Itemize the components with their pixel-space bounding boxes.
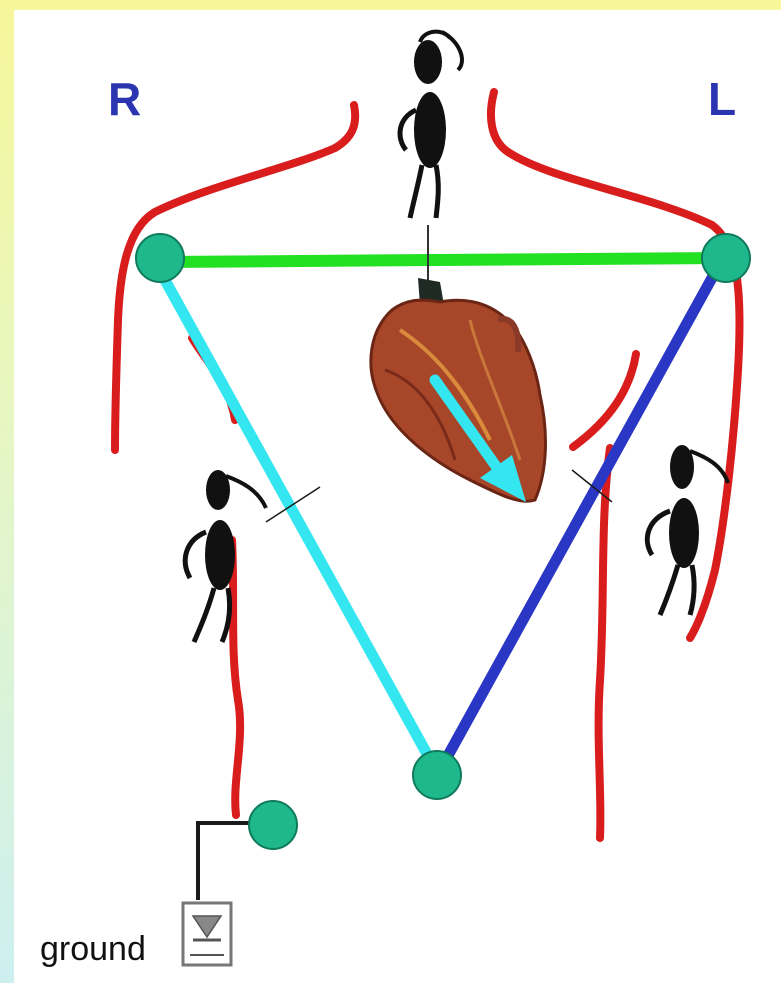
ground-electrode bbox=[249, 801, 297, 849]
left-side-label: L bbox=[708, 73, 736, 125]
stick-figure-icon bbox=[185, 470, 266, 642]
heart-body bbox=[371, 300, 546, 501]
stick-figure-icon bbox=[647, 445, 728, 615]
heart-icon bbox=[371, 225, 546, 501]
right-side-label: R bbox=[108, 73, 141, 125]
lead-i-line bbox=[160, 258, 725, 262]
body-outline bbox=[115, 92, 740, 838]
left-torso-outline bbox=[599, 448, 610, 838]
stick-figure-icon bbox=[400, 32, 462, 218]
left-arm-electrode bbox=[702, 234, 750, 282]
right-torso-outline bbox=[232, 540, 240, 815]
left-leg-electrode bbox=[413, 751, 461, 799]
right-arm-electrode bbox=[136, 234, 184, 282]
ground-label: ground bbox=[40, 930, 146, 968]
ground-symbol-icon bbox=[183, 903, 231, 965]
ground-connection: ground bbox=[40, 823, 266, 968]
